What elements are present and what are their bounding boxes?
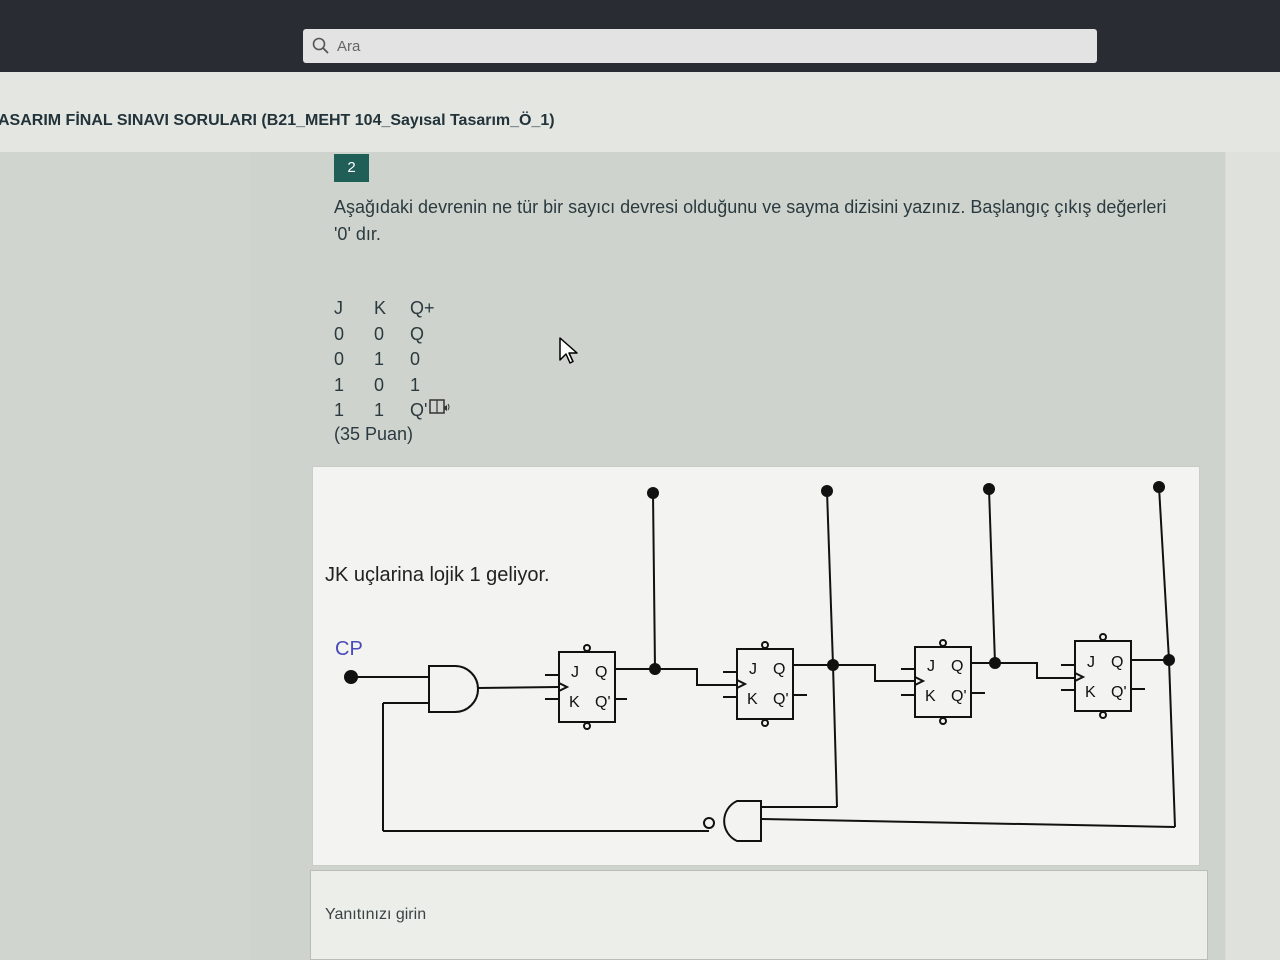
cell-k: 0	[374, 323, 385, 344]
cell-j: 0	[334, 349, 345, 369]
ff1-qn: Q'	[595, 694, 611, 711]
mouse-cursor-icon	[559, 337, 578, 364]
ff2-qn: Q'	[773, 691, 789, 708]
ff4-q: Q	[1111, 654, 1123, 671]
circuit-diagram: JK uçlarina lojik 1 geliyor. CP J Q K Q'…	[312, 466, 1200, 866]
ff4-qn: Q'	[1111, 684, 1127, 701]
cell-j: 1	[334, 400, 345, 420]
search-icon	[312, 37, 329, 54]
right-edge	[1226, 152, 1280, 960]
cell-q: Q	[410, 323, 425, 344]
ff4-j: J	[1087, 654, 1095, 671]
exam-title: ASARIM FİNAL SINAVI SORULARI (B21_MEHT 1…	[0, 112, 555, 129]
immersive-reader-icon[interactable]	[429, 398, 451, 416]
question-text: Aşağıdaki devrenin ne tür bir sayıcı dev…	[334, 197, 1167, 244]
question-points: (35 Puan)	[334, 424, 414, 444]
cell-q: 0	[410, 349, 421, 369]
header-qplus: Q+	[410, 298, 435, 318]
cell-k: 1	[374, 349, 385, 369]
question-number-badge: 2	[334, 154, 369, 182]
top-bar	[0, 0, 1280, 72]
circuit-note: JK uçlarina lojik 1 geliyor.	[325, 564, 550, 586]
cell-k: 0	[374, 374, 385, 395]
ff3-j: J	[927, 658, 935, 675]
ff3-q: Q	[951, 658, 963, 675]
ff4-k: K	[1085, 684, 1096, 701]
cell-q: 1	[410, 374, 421, 395]
truth-table-row: 0 1 0	[334, 347, 451, 373]
ff3-qn: Q'	[951, 688, 967, 705]
header-j: J	[334, 298, 343, 318]
search-box[interactable]	[303, 29, 1097, 63]
ff2-j: J	[749, 661, 757, 678]
cell-q: Q'	[410, 400, 428, 420]
search-input[interactable]	[337, 35, 1077, 57]
cell-j: 1	[334, 374, 345, 395]
header-k: K	[374, 298, 387, 318]
answer-box[interactable]	[310, 870, 1208, 960]
truth-table-header: J K Q+	[334, 296, 451, 322]
answer-input[interactable]	[325, 903, 1185, 927]
truth-table: J K Q+ 0 0 Q 0 1 0 1 0 1 1 1 Q'	[334, 296, 451, 424]
ff1-q: Q	[595, 664, 607, 681]
ff2-q: Q	[773, 661, 785, 678]
truth-table-row: 1 0 1	[334, 373, 451, 399]
ff1-j: J	[571, 664, 579, 681]
cell-k: 1	[374, 400, 385, 420]
truth-table-row: 0 0 Q	[334, 322, 451, 348]
circuit-svg: JK uçlarina lojik 1 geliyor. CP J Q K Q'…	[325, 481, 1176, 842]
ff1-k: K	[569, 694, 580, 711]
ff3-k: K	[925, 688, 936, 705]
ff2-k: K	[747, 691, 758, 708]
cell-j: 0	[334, 323, 345, 344]
title-bar: ASARIM FİNAL SINAVI SORULARI (B21_MEHT 1…	[0, 72, 1280, 152]
truth-table-row: 1 1 Q'	[334, 398, 451, 424]
left-sidebar	[0, 152, 250, 960]
clock-label: CP	[335, 638, 363, 660]
